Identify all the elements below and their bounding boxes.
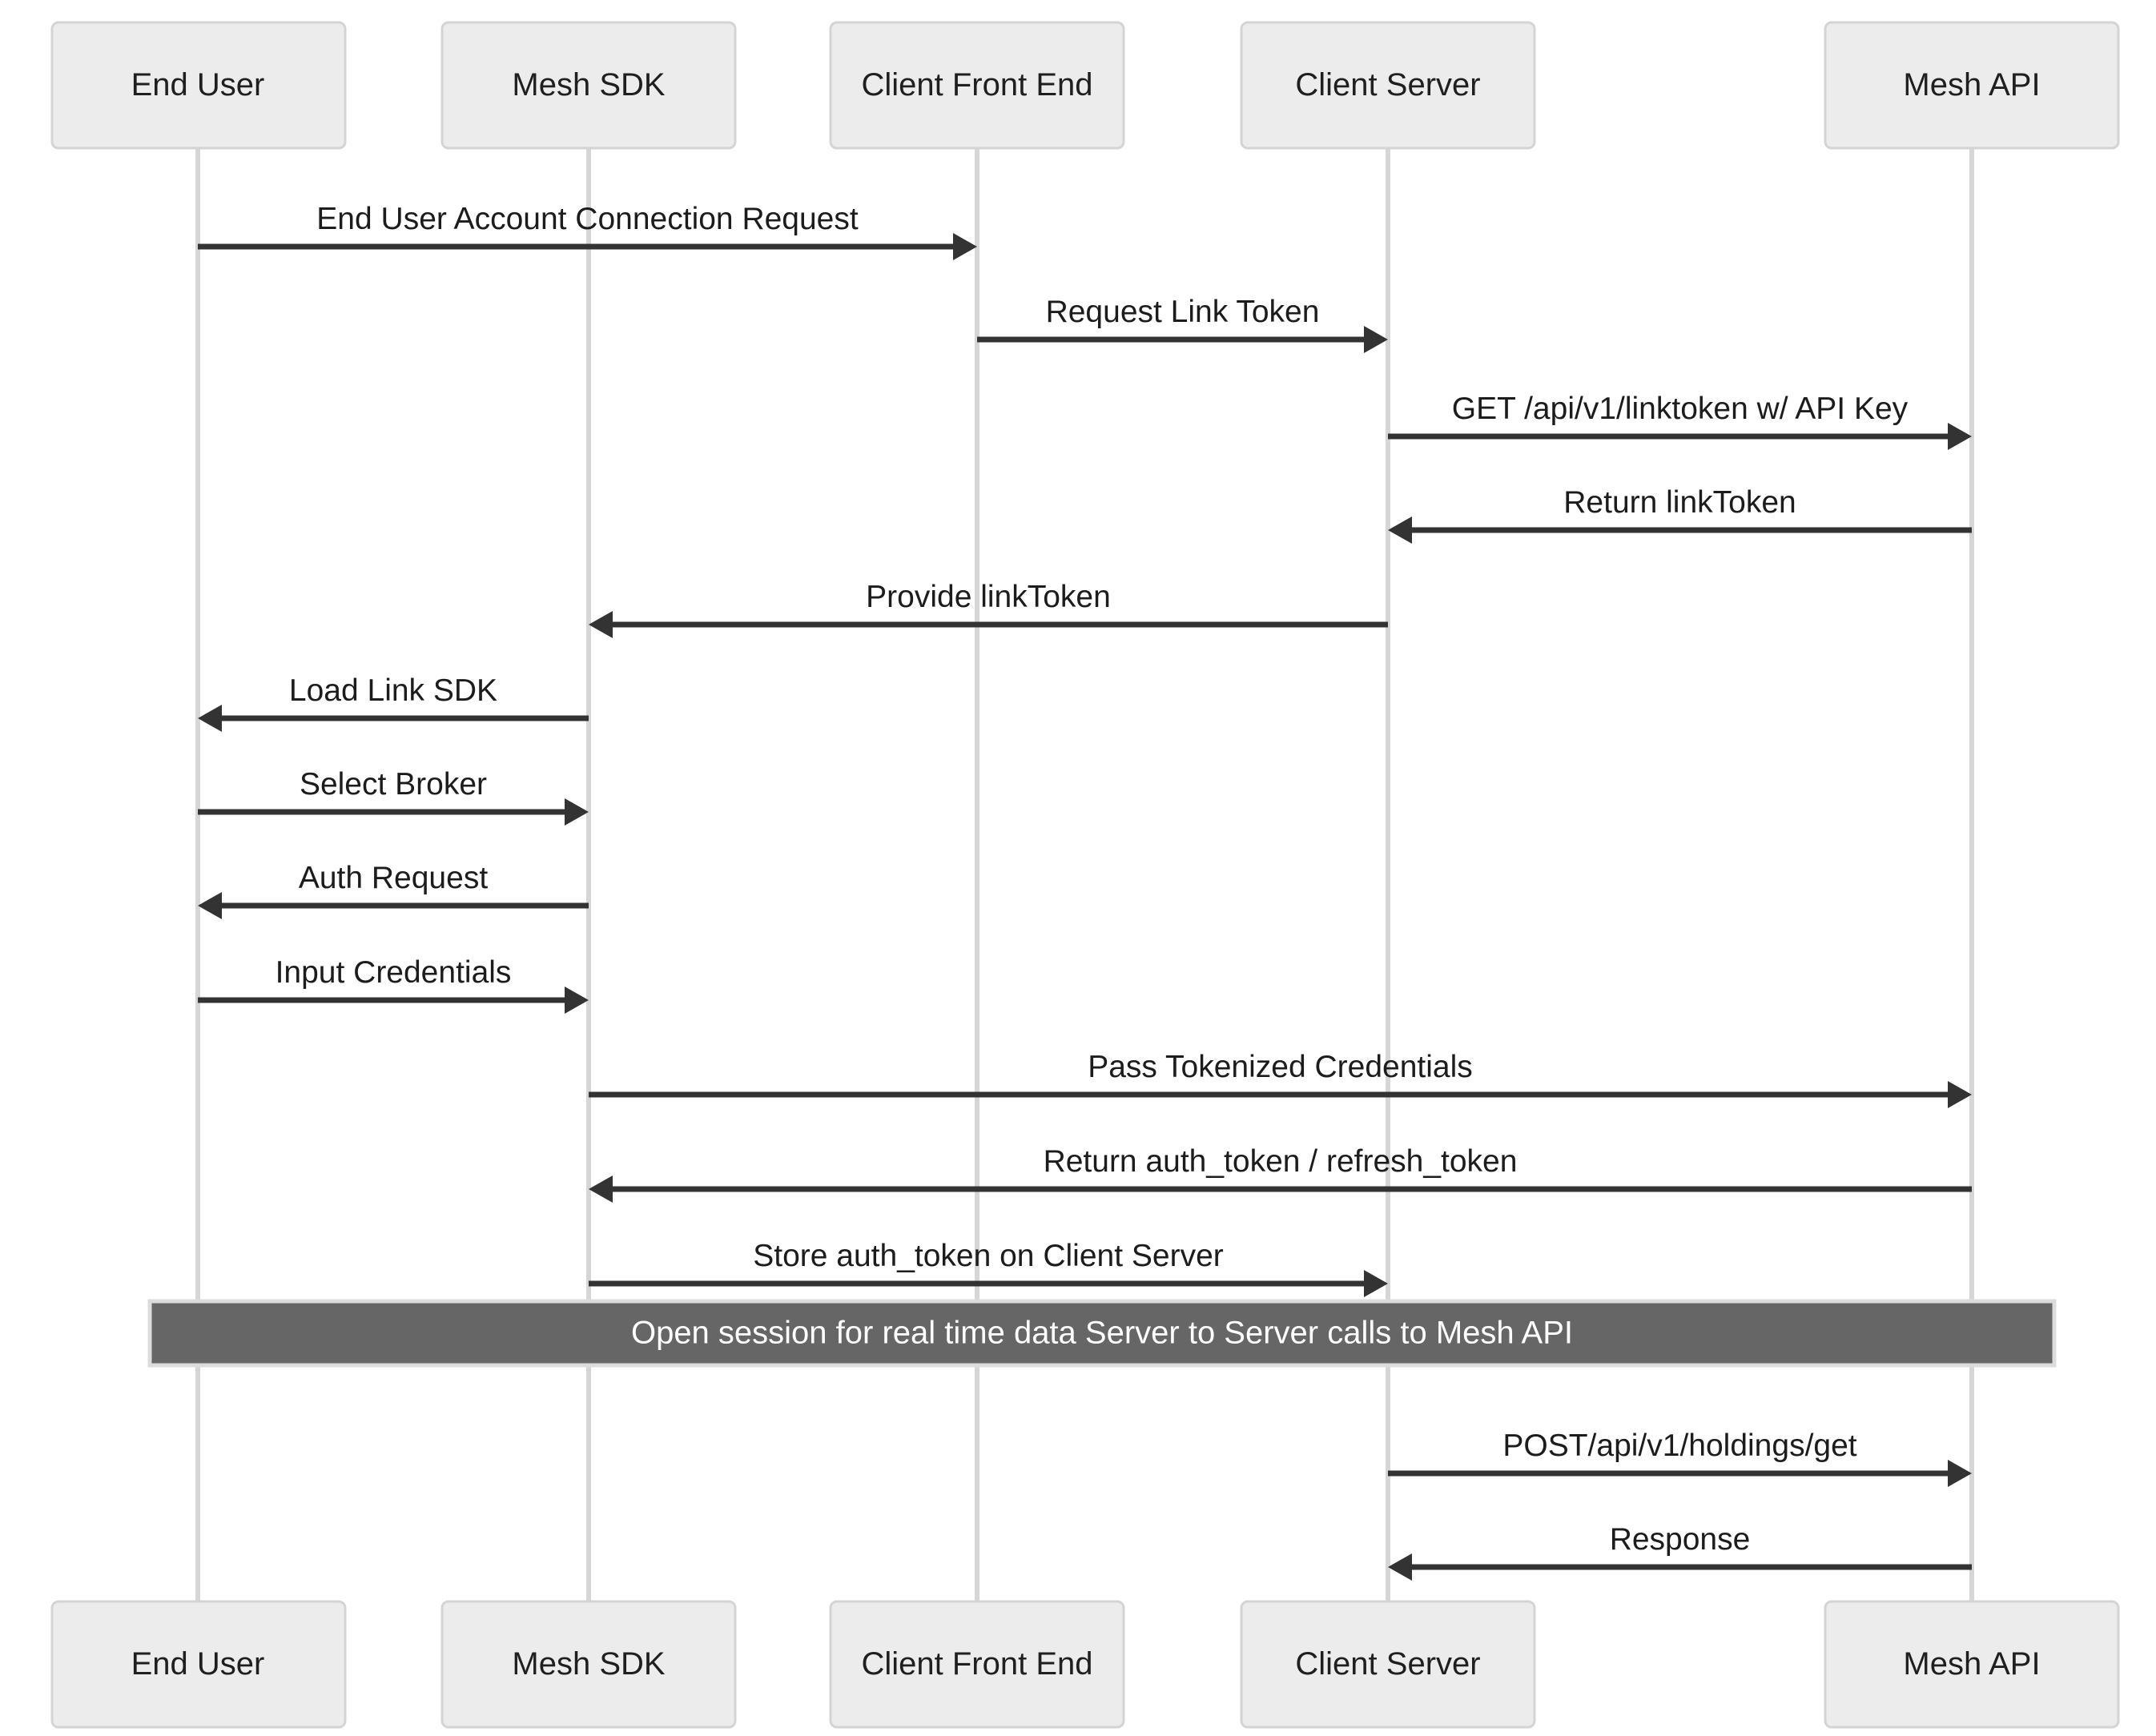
- participant-label: End User: [131, 1646, 265, 1682]
- participant-box[interactable]: [50, 21, 347, 150]
- message-arrowhead: [589, 611, 613, 638]
- participant-label: Client Front End: [861, 1646, 1092, 1682]
- message-7: Select Broker: [198, 767, 589, 826]
- message-arrowhead: [1364, 1270, 1388, 1297]
- message-label: GET /api/v1/linktoken w/ API Key: [1452, 392, 1909, 426]
- message-3: GET /api/v1/linktoken w/ API Key: [1388, 392, 1972, 450]
- message-13: POST/api/v1/holdings/get: [1388, 1429, 1972, 1487]
- message-12: Store auth_token on Client Server: [589, 1239, 1388, 1297]
- message-4: Return linkToken: [1388, 485, 1972, 544]
- participant-top-client_fe[interactable]: Client Front End: [829, 21, 1125, 150]
- message-9: Input Credentials: [198, 955, 589, 1014]
- message-arrowhead: [1948, 423, 1972, 450]
- participant-bottom-mesh_sdk[interactable]: Mesh SDK: [440, 1600, 737, 1729]
- participant-top-client_srv[interactable]: Client Server: [1240, 21, 1536, 150]
- message-label: Load Link SDK: [289, 673, 497, 708]
- message-14: Response: [1388, 1522, 1972, 1581]
- participant-label: Mesh SDK: [512, 1646, 665, 1682]
- message-arrowhead: [1948, 1460, 1972, 1487]
- message-8: Auth Request: [198, 861, 589, 919]
- participant-label: Mesh API: [1903, 1646, 2040, 1682]
- participant-box[interactable]: [1240, 21, 1536, 150]
- message-arrowhead: [198, 705, 222, 732]
- message-arrowhead: [1364, 326, 1388, 353]
- participant-box[interactable]: [829, 21, 1125, 150]
- participant-box[interactable]: [50, 1600, 347, 1729]
- participant-bottom-mesh_api[interactable]: Mesh API: [1824, 1600, 2120, 1729]
- note-band-label: Open session for real time data Server t…: [631, 1316, 1573, 1351]
- message-label: Provide linkToken: [866, 580, 1111, 614]
- message-label: Return auth_token / refresh_token: [1044, 1144, 1518, 1179]
- message-label: End User Account Connection Request: [316, 202, 859, 236]
- message-arrowhead: [953, 233, 977, 260]
- message-arrowhead: [1388, 516, 1412, 544]
- message-11: Return auth_token / refresh_token: [589, 1144, 1972, 1203]
- participant-label: Client Server: [1295, 1646, 1480, 1682]
- participant-top-mesh_api[interactable]: Mesh API: [1824, 21, 2120, 150]
- message-arrowhead: [565, 798, 589, 826]
- message-arrowhead: [589, 1175, 613, 1203]
- participant-label: Mesh SDK: [512, 67, 665, 102]
- participant-box[interactable]: [1824, 21, 2120, 150]
- message-label: Pass Tokenized Credentials: [1088, 1050, 1473, 1084]
- participant-label: End User: [131, 67, 265, 102]
- participant-box[interactable]: [829, 1600, 1125, 1729]
- message-label: Store auth_token on Client Server: [753, 1239, 1224, 1273]
- message-10: Pass Tokenized Credentials: [589, 1050, 1972, 1108]
- participant-box[interactable]: [440, 21, 737, 150]
- message-arrowhead: [198, 892, 222, 919]
- message-label: Return linkToken: [1563, 485, 1796, 520]
- note-band-rect: [147, 1299, 2057, 1368]
- participant-box[interactable]: [1240, 1600, 1536, 1729]
- participant-label: Client Front End: [861, 67, 1092, 102]
- message-label: Request Link Token: [1046, 295, 1320, 329]
- message-label: Auth Request: [299, 861, 488, 895]
- message-label: Input Credentials: [276, 955, 512, 990]
- participant-label: Client Server: [1295, 67, 1480, 102]
- message-arrowhead: [1388, 1553, 1412, 1581]
- participant-box[interactable]: [1824, 1600, 2120, 1729]
- participant-top-mesh_sdk[interactable]: Mesh SDK: [440, 21, 737, 150]
- participant-box[interactable]: [440, 1600, 737, 1729]
- participant-bottom-client_fe[interactable]: Client Front End: [829, 1600, 1125, 1729]
- message-arrowhead: [1948, 1081, 1972, 1108]
- message-5: Provide linkToken: [589, 580, 1388, 638]
- message-label: Select Broker: [300, 767, 487, 802]
- message-2: Request Link Token: [977, 295, 1388, 353]
- participant-bottom-client_srv[interactable]: Client Server: [1240, 1600, 1536, 1729]
- message-arrowhead: [565, 987, 589, 1014]
- participant-top-end_user[interactable]: End User: [50, 21, 347, 150]
- note-band: Open session for real time data Server t…: [147, 1299, 2057, 1368]
- message-6: Load Link SDK: [198, 673, 589, 732]
- message-label: POST/api/v1/holdings/get: [1502, 1429, 1856, 1463]
- participant-bottom-end_user[interactable]: End User: [50, 1600, 347, 1729]
- message-label: Response: [1610, 1522, 1751, 1557]
- participant-label: Mesh API: [1903, 67, 2040, 102]
- message-1: End User Account Connection Request: [198, 202, 977, 260]
